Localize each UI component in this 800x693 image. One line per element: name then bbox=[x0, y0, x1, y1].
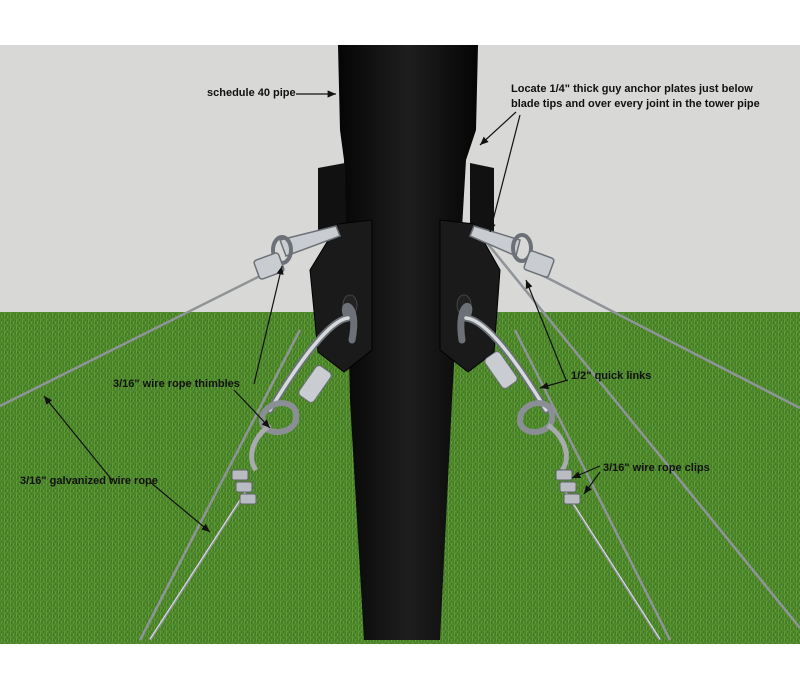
quick-link-left-loop bbox=[258, 400, 300, 435]
wire-rope-clips-right bbox=[555, 469, 581, 505]
quick-link-left-inner bbox=[268, 316, 350, 412]
tower-pipe bbox=[338, 45, 478, 640]
label-galvanized-rope: 3/16" galvanized wire rope bbox=[20, 475, 158, 487]
top-margin bbox=[0, 0, 800, 45]
wire-rope-clips-left bbox=[231, 469, 257, 505]
anchor-plate-back-right bbox=[470, 163, 494, 236]
label-quick-links: 1/2" quick links bbox=[571, 370, 652, 382]
leader-lines bbox=[43, 90, 601, 533]
thimble-lower-right bbox=[546, 423, 569, 472]
label-schedule-pipe: schedule 40 pipe bbox=[207, 87, 296, 99]
label-anchor-plates: Locate 1/4" thick guy anchor plates just… bbox=[511, 83, 760, 110]
upper-right-hardware bbox=[469, 225, 555, 278]
quick-link-right-loop bbox=[516, 400, 556, 435]
quick-link-right-barrel bbox=[484, 351, 518, 389]
anchor-plate-front-right bbox=[439, 219, 501, 373]
label-thimbles: 3/16" wire rope thimbles bbox=[113, 378, 240, 390]
bottom-margin bbox=[0, 644, 800, 693]
quick-link-right-inner bbox=[464, 316, 548, 412]
label-rope-clips: 3/16" wire rope clips bbox=[603, 462, 710, 474]
upper-left-hardware bbox=[253, 225, 341, 280]
thimble-lower-left bbox=[249, 423, 272, 472]
anchor-plate-back-left bbox=[318, 163, 346, 236]
galvanized-wire-ropes bbox=[0, 221, 800, 641]
quick-link-left-barrel bbox=[298, 365, 332, 403]
wire-rope-highlights bbox=[149, 488, 661, 640]
